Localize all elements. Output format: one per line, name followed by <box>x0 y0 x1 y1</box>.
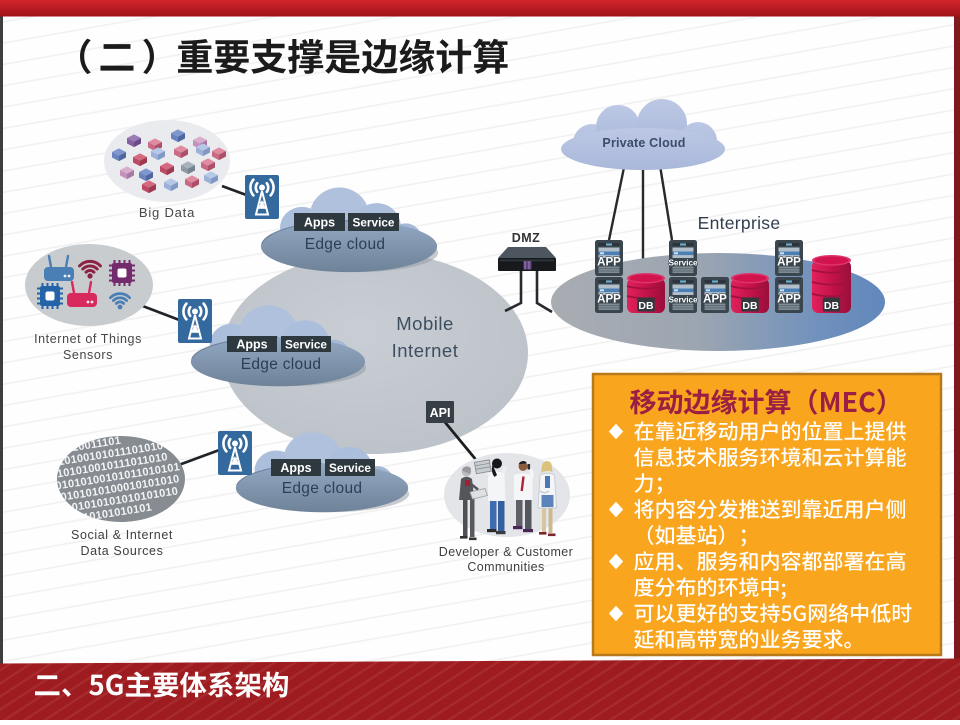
svg-text:Private Cloud: Private Cloud <box>602 136 685 150</box>
svg-text:Social & Internet: Social & Internet <box>71 528 173 542</box>
svg-text:Edge cloud: Edge cloud <box>305 236 386 253</box>
svg-text:API: API <box>430 406 451 420</box>
svg-text:APP: APP <box>597 294 621 306</box>
svg-text:DMZ: DMZ <box>512 231 541 245</box>
svg-text:Mobile: Mobile <box>396 313 454 334</box>
svg-text:Service: Service <box>285 338 327 352</box>
svg-text:Service: Service <box>668 259 698 268</box>
svg-text:Internet of Things: Internet of Things <box>34 332 142 346</box>
svg-text:DB: DB <box>638 300 654 312</box>
svg-text:Data Sources: Data Sources <box>81 544 164 558</box>
svg-text:Communities: Communities <box>467 560 544 574</box>
svg-text:APP: APP <box>777 257 801 269</box>
svg-text:Internet: Internet <box>392 340 459 361</box>
svg-text:Enterprise: Enterprise <box>698 213 781 233</box>
svg-text:Apps: Apps <box>304 216 335 230</box>
svg-text:DB: DB <box>742 300 758 312</box>
svg-text:Service: Service <box>668 296 698 305</box>
svg-text:Apps: Apps <box>280 461 311 475</box>
svg-text:Edge cloud: Edge cloud <box>241 356 322 373</box>
svg-text:Service: Service <box>353 216 395 230</box>
svg-text:APP: APP <box>597 257 621 269</box>
svg-text:DB: DB <box>824 300 840 312</box>
svg-text:Developer & Customer: Developer & Customer <box>439 545 573 559</box>
svg-text:Big Data: Big Data <box>139 205 195 220</box>
svg-text:Service: Service <box>329 461 371 475</box>
svg-text:Apps: Apps <box>236 338 267 352</box>
svg-text:Sensors: Sensors <box>63 348 113 362</box>
svg-text:Edge cloud: Edge cloud <box>282 480 363 497</box>
svg-text:APP: APP <box>777 294 801 306</box>
svg-text:APP: APP <box>703 294 727 306</box>
